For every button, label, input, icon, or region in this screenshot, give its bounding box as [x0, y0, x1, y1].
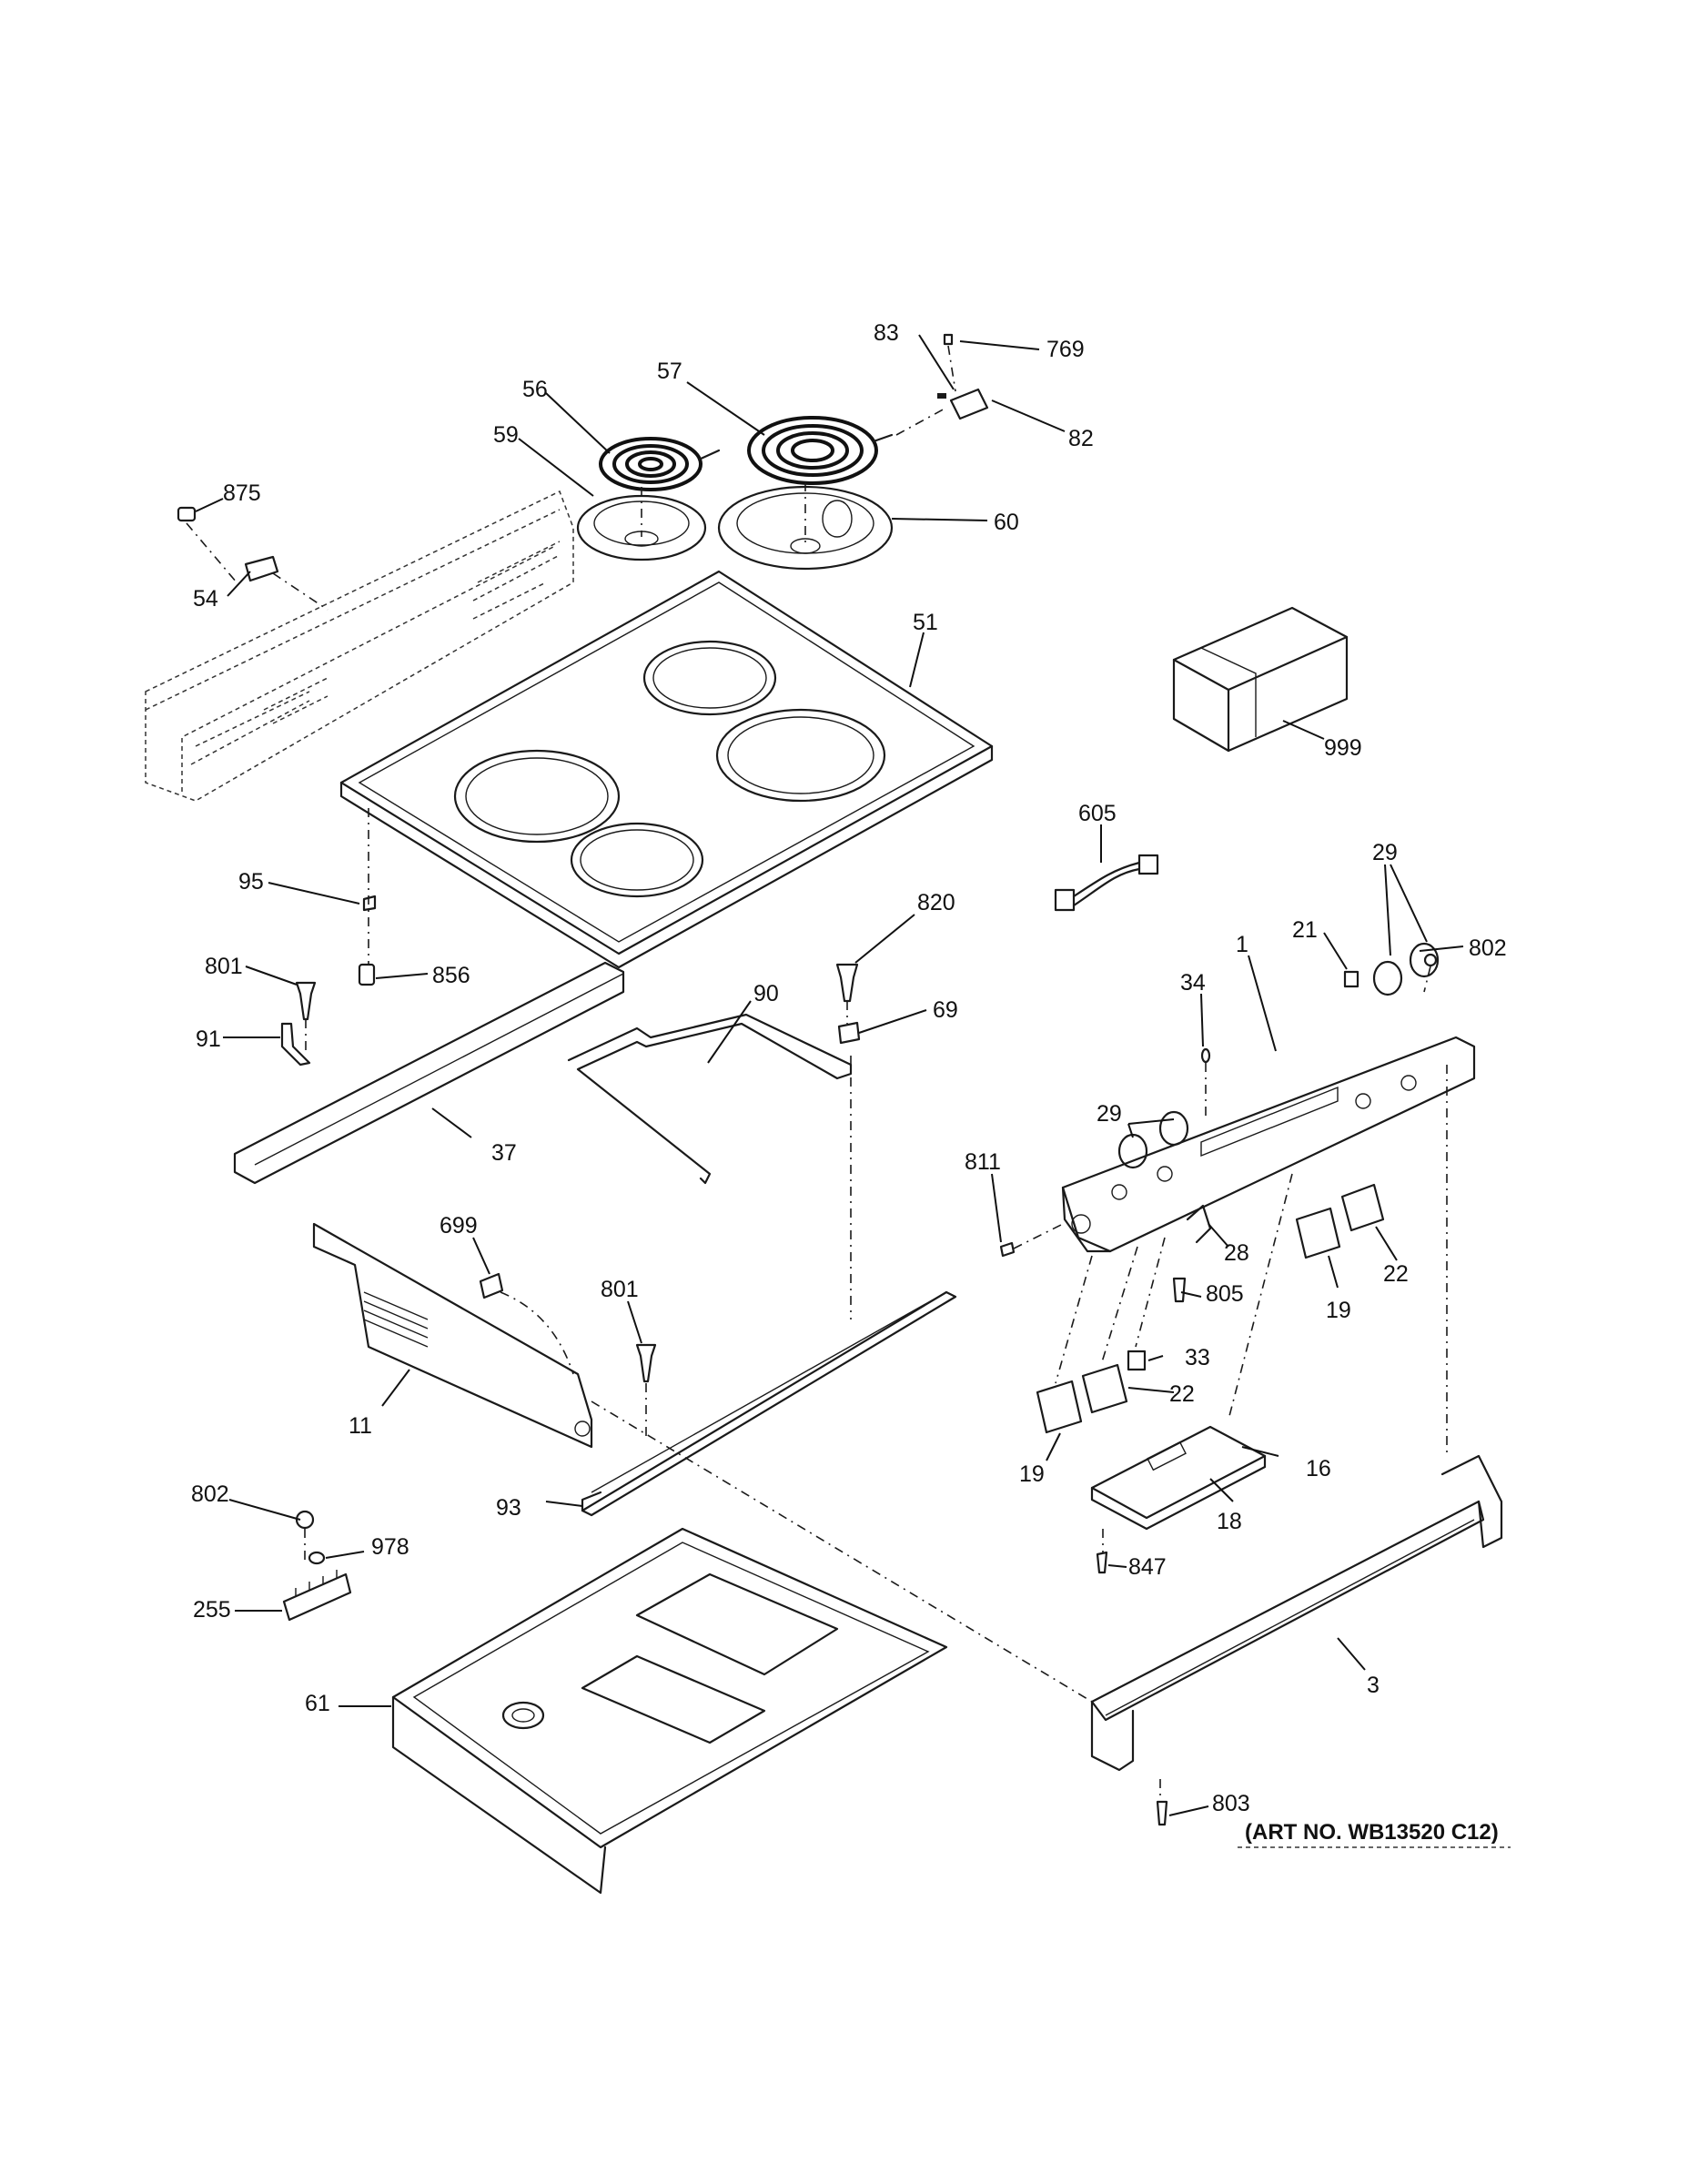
callout-83: 83	[874, 320, 899, 346]
callout-61: 61	[305, 1691, 330, 1716]
part-856-screw	[358, 963, 376, 986]
control-dash-lines	[1055, 1065, 1448, 1456]
callout-769: 769	[1046, 337, 1085, 362]
part-21-indicator	[1343, 970, 1359, 988]
leader-lines	[195, 334, 1464, 1816]
part-93-rail	[581, 1290, 957, 1517]
part-90-wire	[567, 1013, 853, 1185]
callout-labels: 875 54 56 59 57 83 769 82 60 51 999 605 …	[191, 320, 1507, 1816]
callout-802-b: 802	[191, 1481, 229, 1507]
part-255-terminal-block	[282, 1570, 352, 1622]
part-847-screw	[1096, 1529, 1108, 1574]
callout-54: 54	[193, 586, 218, 612]
callout-1: 1	[1236, 932, 1248, 957]
part-37-front-rail	[233, 961, 625, 1185]
callout-37: 37	[491, 1140, 517, 1166]
callout-57: 57	[657, 359, 682, 384]
callout-90: 90	[753, 981, 779, 1006]
callout-95: 95	[238, 869, 264, 895]
callout-21: 21	[1292, 917, 1318, 943]
part-11-side-panel	[312, 1222, 593, 1449]
callout-605: 605	[1078, 801, 1117, 826]
part-69-clip	[837, 1021, 861, 1320]
callout-820: 820	[917, 890, 955, 915]
part-802-screw-a	[1423, 953, 1438, 993]
callout-22-a: 22	[1383, 1261, 1409, 1287]
part-699-screw	[479, 1272, 574, 1375]
callout-802-a: 802	[1469, 935, 1507, 961]
part-82-terminal-block	[937, 333, 989, 420]
part-51-cooktop	[339, 570, 994, 969]
part-22-switch-a	[1340, 1183, 1385, 1232]
callout-33: 33	[1185, 1345, 1210, 1370]
callout-59: 59	[493, 422, 519, 448]
part-56-small-coil	[599, 437, 721, 491]
alignment-line	[591, 1400, 1093, 1703]
callout-801-b: 801	[601, 1277, 639, 1302]
callout-29-b: 29	[1097, 1101, 1122, 1127]
part-16-control-board	[1090, 1425, 1267, 1531]
callout-22-b: 22	[1169, 1381, 1195, 1407]
callout-28: 28	[1224, 1240, 1249, 1266]
callout-69: 69	[933, 997, 958, 1023]
callout-18: 18	[1217, 1509, 1242, 1534]
callout-93: 93	[496, 1495, 521, 1521]
part-802-screw-b	[295, 1510, 315, 1565]
part-28-clip	[1186, 1204, 1212, 1244]
part-811-screw	[999, 1223, 1064, 1258]
part-605-wire-harness	[1054, 854, 1159, 912]
callout-847: 847	[1128, 1554, 1167, 1580]
callout-19-b: 19	[1019, 1461, 1045, 1487]
callout-34: 34	[1180, 970, 1206, 996]
part-875-screw	[177, 506, 238, 583]
callout-19-a: 19	[1326, 1298, 1351, 1323]
part-59-small-drip-pan	[576, 487, 707, 561]
callout-11: 11	[349, 1413, 372, 1439]
callout-82: 82	[1068, 426, 1094, 451]
callout-16: 16	[1306, 1456, 1331, 1481]
rear-panel-ghost	[145, 490, 574, 802]
part-801-screw-a	[295, 981, 317, 1056]
part-978-washer	[308, 1551, 326, 1565]
part-805-screw	[1172, 1277, 1187, 1303]
callout-255: 255	[193, 1597, 231, 1623]
part-60-large-drip-pan	[717, 482, 894, 571]
callout-60: 60	[994, 510, 1019, 535]
callout-803: 803	[1212, 1791, 1250, 1816]
art-number-label: (ART NO. WB13520 C12)	[1245, 1820, 1499, 1845]
callout-856: 856	[432, 963, 470, 988]
part-19-switch-a	[1295, 1207, 1341, 1259]
part-34-part	[1200, 1047, 1211, 1119]
callout-699: 699	[440, 1213, 478, 1239]
part-3-front-frame	[1090, 1454, 1503, 1802]
part-61-bottom-tray	[391, 1527, 948, 1895]
part-29-knobs	[1117, 942, 1440, 1169]
callout-3: 3	[1367, 1673, 1380, 1698]
part-820-screw	[835, 963, 859, 1024]
callout-91: 91	[196, 1026, 221, 1052]
callout-801-a: 801	[205, 954, 243, 979]
part-33-part	[1127, 1350, 1147, 1371]
part-801-screw-b	[635, 1343, 657, 1438]
callout-56: 56	[522, 377, 548, 402]
part-803-screw	[1156, 1800, 1168, 1826]
callout-999: 999	[1324, 735, 1362, 761]
callout-29-a: 29	[1372, 840, 1398, 865]
callout-978: 978	[371, 1534, 409, 1560]
callout-875: 875	[223, 480, 261, 506]
part-54-bracket	[244, 555, 329, 611]
callout-811: 811	[965, 1149, 1001, 1175]
callout-805: 805	[1206, 1281, 1244, 1307]
part-22-switch-b	[1081, 1363, 1128, 1414]
callout-51: 51	[913, 610, 938, 635]
part-999-box	[1172, 606, 1349, 753]
part-95-clip	[362, 808, 377, 965]
part-57-large-coil	[747, 407, 947, 485]
part-1-control-panel	[1061, 1036, 1476, 1253]
part-19-switch-b	[1036, 1380, 1083, 1434]
part-91-bracket	[280, 1022, 311, 1067]
